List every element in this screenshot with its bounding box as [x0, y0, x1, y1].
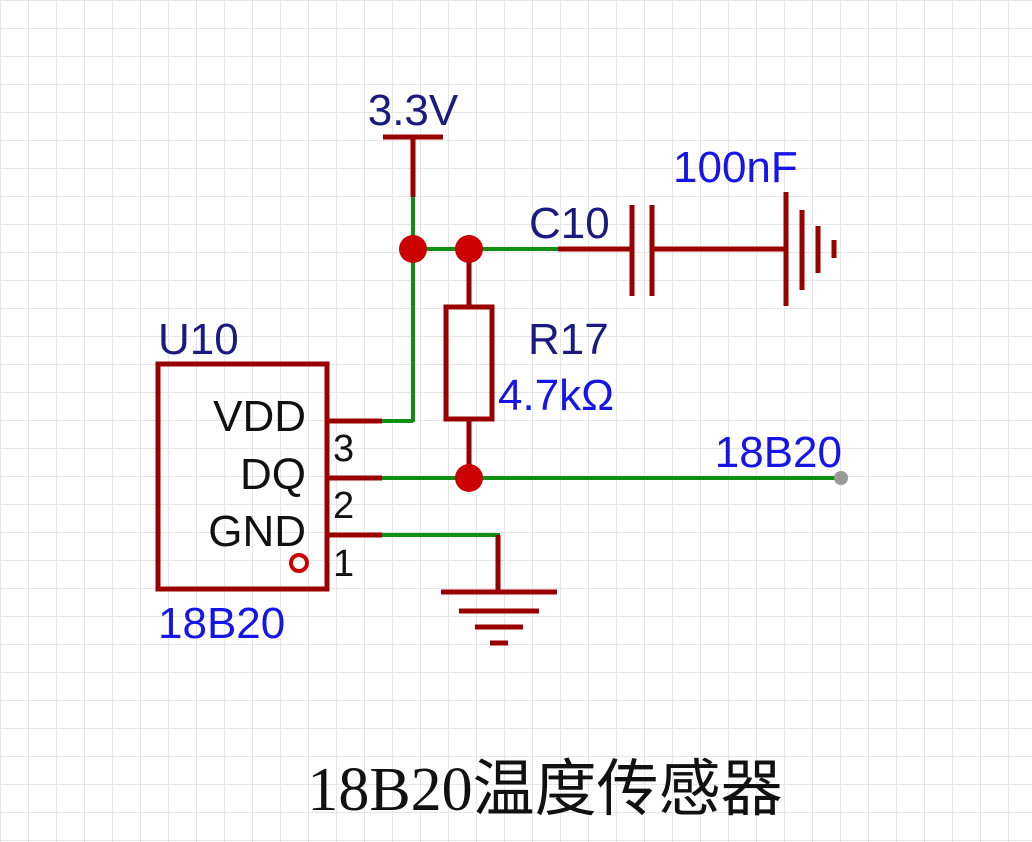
net-label-18b20: 18B20	[715, 428, 848, 485]
ic-pin-number-1: 1	[333, 543, 354, 585]
net-label-text: 18B20	[715, 428, 842, 477]
pin1-marker-icon	[289, 553, 309, 573]
junction-dq	[455, 464, 483, 492]
power-label: 3.3V	[368, 86, 459, 135]
ground-symbol	[441, 535, 557, 646]
diagram-caption: 18B20温度传感器	[307, 756, 782, 824]
resistor-ref: R17	[528, 315, 609, 364]
ic-ref: U10	[158, 315, 239, 364]
resistor-value: 4.7kΩ	[498, 371, 614, 420]
ic-pin-name-gnd: GND	[208, 507, 306, 556]
ic-value: 18B20	[158, 599, 285, 648]
capacitor-ref: C10	[529, 199, 610, 248]
junction-resistor-top	[455, 235, 483, 263]
ic-pin-number-3: 3	[333, 428, 354, 470]
power-symbol-3v3: 3.3V	[368, 86, 459, 197]
resistor-r17: R17 4.7kΩ	[443, 249, 614, 478]
capacitor-c10: C10 100nF	[529, 143, 798, 296]
ic-pin-number-2: 2	[333, 485, 354, 527]
ground-symbol-capacitor	[783, 192, 837, 306]
ic-pin-name-vdd: VDD	[213, 392, 306, 441]
capacitor-value: 100nF	[673, 143, 798, 192]
junctions	[399, 235, 483, 492]
net-port-icon	[834, 471, 848, 485]
wire-gnd	[380, 533, 500, 590]
ic-pin-name-dq: DQ	[240, 450, 306, 499]
resistor-body	[443, 304, 495, 422]
ic-u10: VDD DQ GND 3 2 1 U10 18B20	[155, 315, 382, 648]
junction-vcc	[399, 235, 427, 263]
